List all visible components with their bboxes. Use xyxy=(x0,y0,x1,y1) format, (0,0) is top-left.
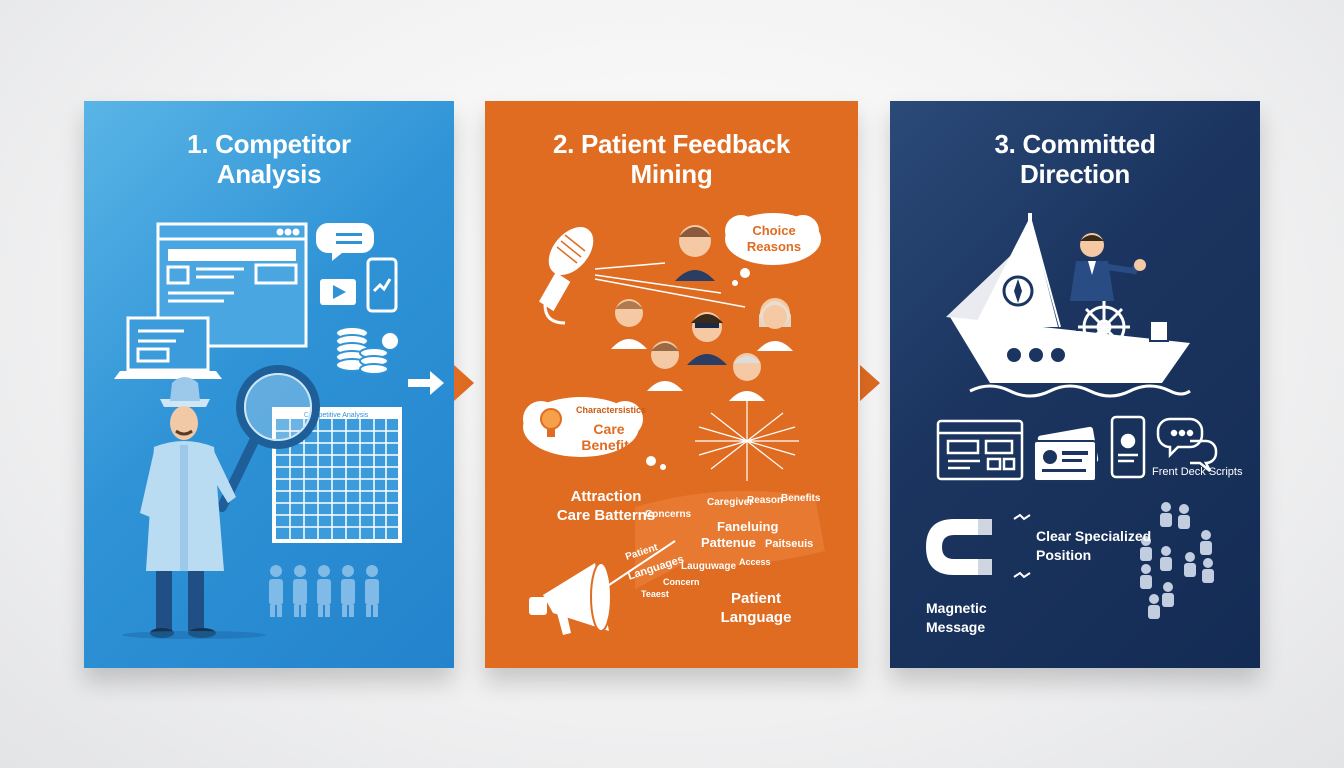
title-line-1: 3. Committed xyxy=(994,129,1156,159)
detective-team-icons xyxy=(269,565,379,617)
word-cloud-item: Paitseuis xyxy=(765,538,814,550)
video-play-icon xyxy=(320,279,356,305)
patient-face-icons xyxy=(611,225,793,401)
people-network-icons xyxy=(1140,502,1214,619)
title-line-2: Direction xyxy=(1020,159,1130,189)
ship-wheel-icon xyxy=(1078,301,1130,353)
attraction-line-1: Attraction xyxy=(570,488,642,505)
title-line-2: Analysis xyxy=(216,159,322,189)
microphone-icon xyxy=(539,227,594,325)
competitor-illustration: Competitive Analysis xyxy=(114,222,402,639)
title-line-1: 2. Patient Feedback xyxy=(552,129,791,159)
panel-title: 2. Patient Feedback Mining xyxy=(485,129,858,189)
characteristics-label: Charactersistics xyxy=(575,405,647,415)
care-line-2: Benefits xyxy=(581,437,637,453)
word-cloud-item: Benefits xyxy=(781,493,821,504)
word-cloud-shape xyxy=(635,490,825,589)
magnetic-message-label: Magnetic Message xyxy=(926,599,1006,637)
website-card-icon xyxy=(936,419,1024,481)
word-cloud-item: Concern xyxy=(663,577,700,587)
care-benefits-label: Care Benefits xyxy=(571,421,647,453)
word-cloud-item: Teaest xyxy=(641,589,669,599)
coins-icon xyxy=(335,326,400,375)
clear-specialized-position-label: Clear Specialized Position xyxy=(1036,527,1166,565)
panel-patient-feedback-mining: 2. Patient Feedback Mining xyxy=(485,101,858,668)
chat-bubble-icon xyxy=(1156,417,1218,472)
attraction-care-patterns-label: Attraction Care Batterns xyxy=(541,487,671,525)
word-cloud-item: Pattenue xyxy=(701,535,756,550)
captain-figure-icon xyxy=(1070,233,1146,331)
choice-line-2: Reasons xyxy=(746,239,802,254)
patient-language-label: Patient Language xyxy=(701,589,811,627)
spreadsheet-header: Competitive Analysis xyxy=(304,412,369,419)
clear-line-2: Position xyxy=(1036,547,1092,563)
feedback-illustration xyxy=(523,213,825,635)
magnifying-glass-icon xyxy=(217,365,320,512)
patient-line-2: Language xyxy=(720,609,792,626)
clear-line-1: Clear Specialized xyxy=(1036,528,1152,544)
choice-reasons-label: Choice Reasons xyxy=(733,223,815,255)
laptop-icon xyxy=(114,316,222,379)
smartphone-icon xyxy=(1110,415,1146,479)
patient-line-1: Patient xyxy=(730,590,781,607)
arrow-right-icon xyxy=(408,365,474,401)
business-cards-icon xyxy=(1033,426,1099,482)
lightbulb-icon xyxy=(540,408,562,437)
chat-bubble-icon xyxy=(316,223,374,261)
magnetic-line-2: Message xyxy=(926,619,986,635)
sound-lines xyxy=(594,262,746,308)
panel-committed-direction: 3. Committed Direction xyxy=(890,101,1260,668)
spreadsheet-icon xyxy=(272,407,402,543)
choice-line-1: Choice xyxy=(752,223,796,238)
title-line-2: Mining xyxy=(630,159,713,189)
sailboat-icon xyxy=(946,213,1191,398)
word-cloud-item: Concerns xyxy=(645,509,692,520)
direction-illustration xyxy=(926,213,1218,619)
word-cloud-item: Reason xyxy=(747,495,784,506)
word-cloud-item: Caregiver xyxy=(707,497,754,508)
word-cloud-item: Lauguwage xyxy=(681,561,737,572)
panel-title: 1. Competitor Analysis xyxy=(84,129,454,189)
care-line-1: Care xyxy=(593,421,625,437)
radial-burst-icon xyxy=(695,401,799,481)
browser-window-icon xyxy=(156,222,308,348)
attraction-line-2: Care Batterns xyxy=(556,507,656,524)
word-cloud-item: Faneluing xyxy=(717,519,779,534)
panel-title: 3. Committed Direction xyxy=(890,129,1260,189)
magnetic-line-1: Magnetic xyxy=(926,600,987,616)
thought-bubble-icon xyxy=(725,213,821,286)
smartphone-icon xyxy=(366,257,398,313)
megaphone-icon xyxy=(529,540,676,635)
front-desk-scripts-label: Frent Deck Scripts xyxy=(1152,466,1243,478)
detective-figure-icon xyxy=(122,377,266,639)
magnet-icon xyxy=(926,513,1031,579)
title-line-1: 1. Competitor xyxy=(187,129,351,159)
word-cloud-item: Access xyxy=(739,557,771,567)
panel-competitor-analysis: 1. Competitor Analysis xyxy=(84,101,454,668)
